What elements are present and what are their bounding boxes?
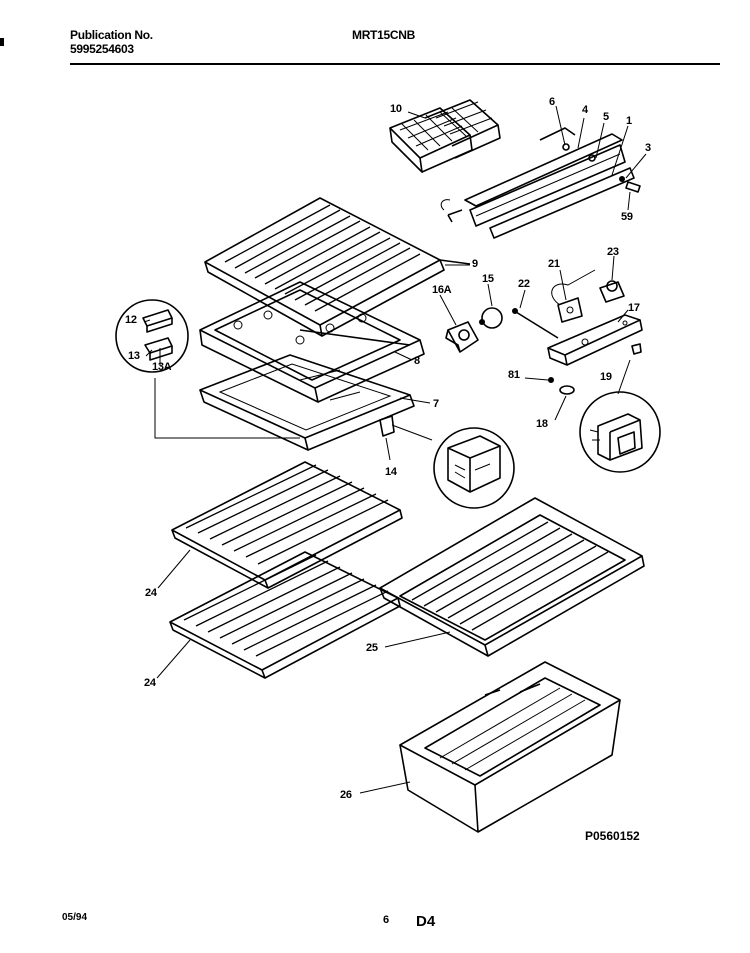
callout-18: 18 — [536, 418, 548, 430]
ice-tray-part-10 — [389, 99, 501, 173]
callout-9: 9 — [472, 258, 478, 270]
figure-code: P0560152 — [585, 829, 640, 843]
callout-14: 14 — [385, 466, 397, 478]
switch-detail-circle — [579, 391, 661, 473]
callout-8: 8 — [414, 355, 420, 367]
section-code: D4 — [416, 913, 436, 930]
damper-detail-circle — [433, 427, 515, 509]
control-part-21 — [551, 269, 596, 323]
tray-part-7 — [199, 354, 415, 451]
model-number: MRT15CNB — [352, 28, 415, 42]
crisper-drawer-part-26 — [399, 661, 621, 833]
control-housing-part-17 — [547, 314, 643, 366]
light-bulb-part-15 — [479, 307, 503, 329]
callout-7: 7 — [433, 398, 439, 410]
callout-10: 10 — [390, 103, 402, 115]
callout-24-lower: 24 — [144, 677, 156, 689]
callout-13a: 13A — [152, 361, 172, 373]
rail-assembly-parts-1-6 — [440, 127, 641, 239]
callout-21: 21 — [548, 258, 560, 270]
wire-shelf-part-24-upper — [171, 461, 403, 589]
callout-5: 5 — [603, 111, 609, 123]
callout-3: 3 — [645, 142, 651, 154]
callout-17: 17 — [628, 302, 640, 314]
callout-1: 1 — [626, 115, 632, 127]
callout-23: 23 — [607, 246, 619, 258]
scan-edge-mark — [0, 38, 4, 46]
callout-4: 4 — [582, 104, 588, 116]
shelf-support-detail-12-13 — [115, 299, 189, 373]
small-parts-81-18-19 — [548, 343, 642, 395]
revision-date: 05/94 — [62, 912, 88, 923]
callout-16a: 16A — [432, 284, 452, 296]
page-number: 6 — [383, 914, 390, 926]
crisper-cover-part-25 — [379, 497, 645, 657]
leader-bracket — [154, 378, 300, 439]
callout-25: 25 — [366, 642, 378, 654]
publication-label: Publication No. — [70, 28, 153, 42]
header-rule — [70, 63, 720, 65]
callout-12: 12 — [125, 314, 137, 326]
callout-26: 26 — [340, 789, 352, 801]
thermostat-part-23 — [599, 280, 625, 303]
damper-part-14 — [379, 415, 433, 441]
callout-19: 19 — [600, 371, 612, 383]
wire-shelf-part-24-lower — [169, 551, 401, 679]
shelf-frame-part-8 — [199, 281, 425, 403]
callout-24-upper: 24 — [145, 587, 157, 599]
callout-15: 15 — [482, 273, 494, 285]
callout-6: 6 — [549, 96, 555, 108]
callout-59: 59 — [621, 211, 633, 223]
callout-22: 22 — [518, 278, 530, 290]
rod-part-22 — [512, 308, 559, 339]
publication-number: 5995254603 — [70, 42, 134, 56]
callout-13: 13 — [128, 350, 140, 362]
light-socket-part-16a — [445, 321, 479, 353]
callout-leaders — [143, 105, 647, 794]
callout-81: 81 — [508, 369, 520, 381]
